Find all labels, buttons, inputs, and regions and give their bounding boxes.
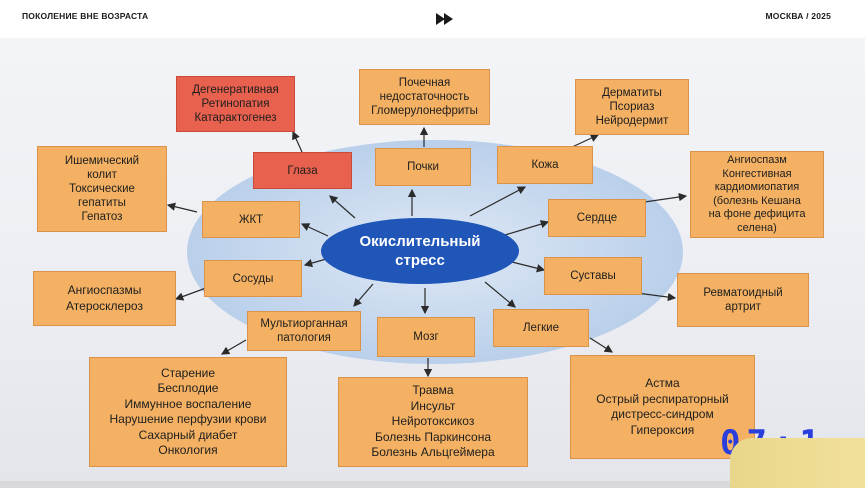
header-title: ПОКОЛЕНИЕ ВНЕ ВОЗРАСТА: [22, 11, 149, 21]
conditions-git: Ишемический колит Токсические гепатиты Г…: [37, 146, 167, 232]
conditions-git-text: Ишемический колит Токсические гепатиты Г…: [64, 155, 140, 223]
arrow-multiorgan-conditions: [220, 339, 247, 355]
organ-kidneys-label: Почки: [407, 161, 439, 173]
arrow-to-git: [300, 223, 329, 237]
conditions-kidneys-text: Почечная недостаточность Гломерулонефрит…: [371, 77, 478, 117]
conditions-joints-text: Ревматоидный артрит: [703, 287, 783, 313]
organ-git: ЖКТ: [202, 201, 300, 238]
conditions-eyes-text: Дегенеративная Ретинопатия Катарактогене…: [192, 84, 279, 124]
arrow-lungs-conditions: [589, 337, 614, 353]
organ-vessels-label: Сосуды: [232, 272, 274, 285]
arrow-skin-conditions: [569, 134, 600, 149]
organ-multiorgan: Мультиорганная патология: [247, 311, 361, 351]
organ-lungs-label: Легкие: [523, 322, 559, 334]
arrow-vessels-conditions: [174, 287, 207, 301]
arrow-to-multiorgan: [353, 283, 374, 307]
conditions-multiorgan: Старение Бесплодие Иммунное воспаление Н…: [89, 357, 287, 467]
center-node: Окислительный стресс: [321, 218, 519, 284]
fast-forward-icon: [436, 13, 453, 25]
conditions-multiorgan-text: Старение Бесплодие Иммунное воспаление Н…: [109, 365, 267, 458]
conditions-brain-text: Травма Инсульт Нейротоксикоз Болезнь Пар…: [371, 383, 495, 460]
conditions-heart-text: Ангиоспазм Конгестивная кардиомиопатия (…: [708, 154, 806, 234]
conditions-joints: Ревматоидный артрит: [677, 273, 809, 327]
conditions-eyes: Дегенеративная Ретинопатия Катарактогене…: [176, 76, 295, 132]
organ-joints-label: Суставы: [570, 270, 616, 282]
organ-heart: Сердце: [548, 199, 646, 237]
foreground-object: [730, 438, 865, 488]
organ-git-label: ЖКТ: [238, 213, 264, 226]
conditions-kidneys: Почечная недостаточность Гломерулонефрит…: [359, 69, 490, 125]
organ-heart-label: Сердце: [576, 212, 618, 224]
header-location: МОСКВА / 2025: [765, 11, 831, 21]
organ-lungs: Легкие: [493, 309, 589, 347]
conditions-lungs-text: Астма Острый респираторный дистресс-синд…: [596, 376, 729, 437]
conditions-lungs: Астма Острый респираторный дистресс-синд…: [570, 355, 755, 459]
arrow-to-lungs: [484, 281, 516, 308]
organ-brain-label: Мозг: [413, 331, 439, 343]
arrow-to-eyes: [329, 195, 356, 219]
organ-skin-label: Кожа: [531, 159, 559, 171]
arrow-to-heart: [504, 220, 550, 236]
organ-eyes: Глаза: [253, 152, 352, 189]
header-bar: [0, 0, 865, 38]
conditions-heart: Ангиоспазм Конгестивная кардиомиопатия (…: [690, 151, 824, 238]
conditions-skin-text: Дерматиты Псориаз Нейродермит: [595, 87, 669, 127]
conditions-vessels-text: Ангиоспазмы Атеросклероз: [66, 283, 143, 313]
conditions-skin: Дерматиты Псориаз Нейродермит: [575, 79, 689, 135]
arrow-eyes-conditions: [292, 130, 303, 153]
organ-brain: Мозг: [377, 317, 475, 357]
organ-skin: Кожа: [497, 146, 593, 184]
conditions-vessels: Ангиоспазмы Атеросклероз: [33, 271, 176, 326]
organ-vessels: Сосуды: [204, 260, 302, 297]
arrow-to-skin: [469, 186, 527, 217]
organ-multiorgan-label: Мультиорганная патология: [260, 318, 348, 344]
arrow-to-joints: [511, 261, 546, 273]
organ-kidneys: Почки: [375, 148, 471, 186]
organ-joints: Суставы: [544, 257, 642, 295]
organ-eyes-label: Глаза: [287, 164, 318, 177]
arrow-git-conditions: [166, 202, 198, 213]
center-label: Окислительный стресс: [359, 233, 481, 269]
conditions-brain: Травма Инсульт Нейротоксикоз Болезнь Пар…: [338, 377, 528, 467]
